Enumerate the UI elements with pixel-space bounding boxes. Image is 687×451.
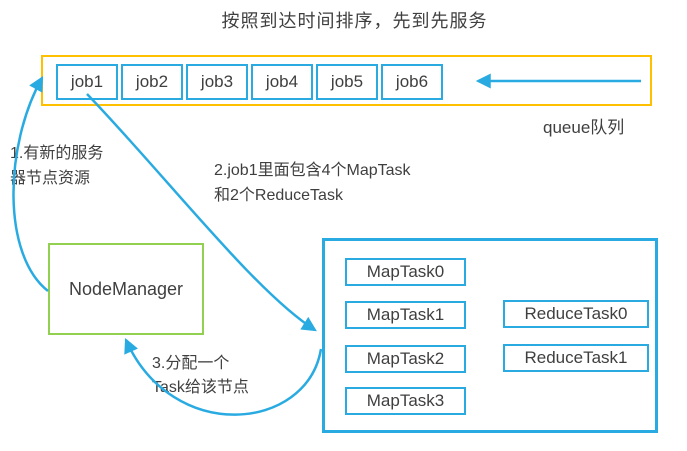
reducetask-box: ReduceTask0 — [503, 300, 649, 328]
nodemanager-label: NodeManager — [68, 278, 184, 299]
note-step1-line1: 1.有新的服务 — [10, 145, 104, 162]
queue-label: queue队列 — [543, 118, 625, 137]
job-box: job4 — [251, 64, 313, 100]
note-step3-line1: 3.分配一个 — [152, 355, 230, 372]
job-box: job2 — [121, 64, 183, 100]
job-box: job6 — [381, 64, 443, 100]
job-box: job5 — [316, 64, 378, 100]
note-step2: 2.job1里面包含4个MapTask 和2个ReduceTask — [214, 158, 411, 208]
note-step1: 1.有新的服务 器节点资源 — [10, 141, 103, 191]
maptask-box: MapTask3 — [345, 387, 466, 415]
note-step3-line2: Task给该节点 — [152, 379, 249, 396]
maptask-box: MapTask0 — [345, 258, 466, 286]
note-step1-line2: 器节点资源 — [10, 170, 91, 187]
note-step3: 3.分配一个 Task给该节点 — [152, 352, 249, 400]
nodemanager-box: NodeManager — [48, 243, 204, 335]
note-step2-line1: 2.job1里面包含4个MapTask — [214, 162, 411, 179]
diagram-title: 按照到达时间排序，先到先服务 — [221, 11, 488, 31]
note-step2-line2: 和2个ReduceTask — [214, 187, 343, 204]
maptask-box: MapTask1 — [345, 301, 466, 329]
jobs-row: job1 job2 job3 job4 job5 job6 — [56, 64, 443, 100]
reducetask-box: ReduceTask1 — [503, 344, 649, 372]
task-container-box: MapTask0 MapTask1 MapTask2 MapTask3 Redu… — [322, 238, 658, 433]
job-box: job1 — [56, 64, 118, 100]
job-box: job3 — [186, 64, 248, 100]
maptask-box: MapTask2 — [345, 345, 466, 373]
